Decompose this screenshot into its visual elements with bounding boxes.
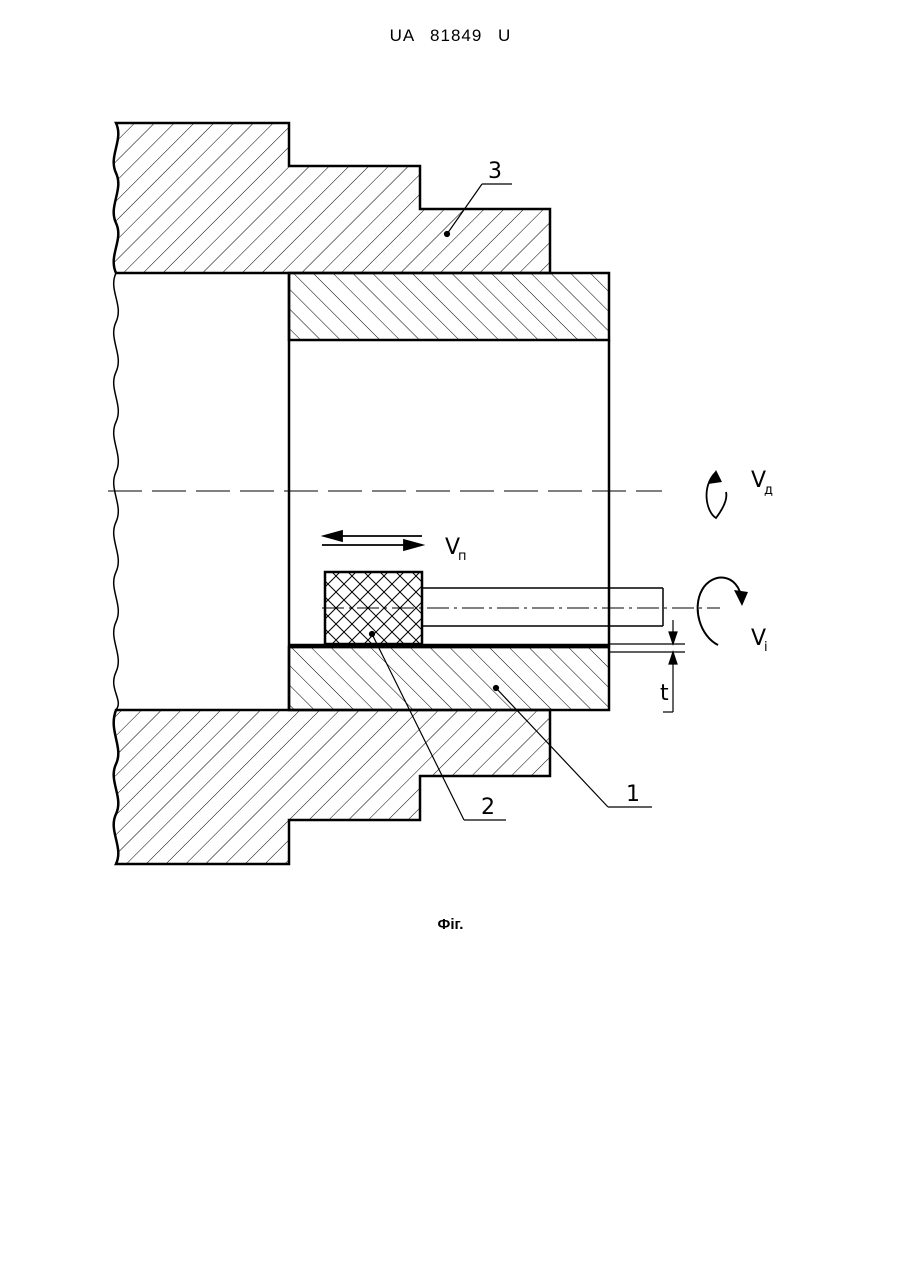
label-workpiece-velocity-sub: д [764,483,773,498]
label-part-2: 2 [481,795,495,820]
label-part-1: 1 [626,782,640,807]
figure-caption: Фіг. [0,916,901,933]
housing-upper [114,123,550,273]
tool-rotation-icon [698,578,748,645]
feed-arrows [322,531,422,550]
label-feed-velocity-sub: п [458,549,467,564]
label-depth: t [660,681,669,706]
sleeve-lower [289,647,609,710]
sleeve-upper [289,273,609,340]
depth-dimension [609,620,685,712]
label-tool-velocity-sub: і [764,640,768,655]
workpiece-rotation-icon [707,470,727,518]
housing-lower [114,710,550,864]
label-part-3: 3 [488,159,502,184]
